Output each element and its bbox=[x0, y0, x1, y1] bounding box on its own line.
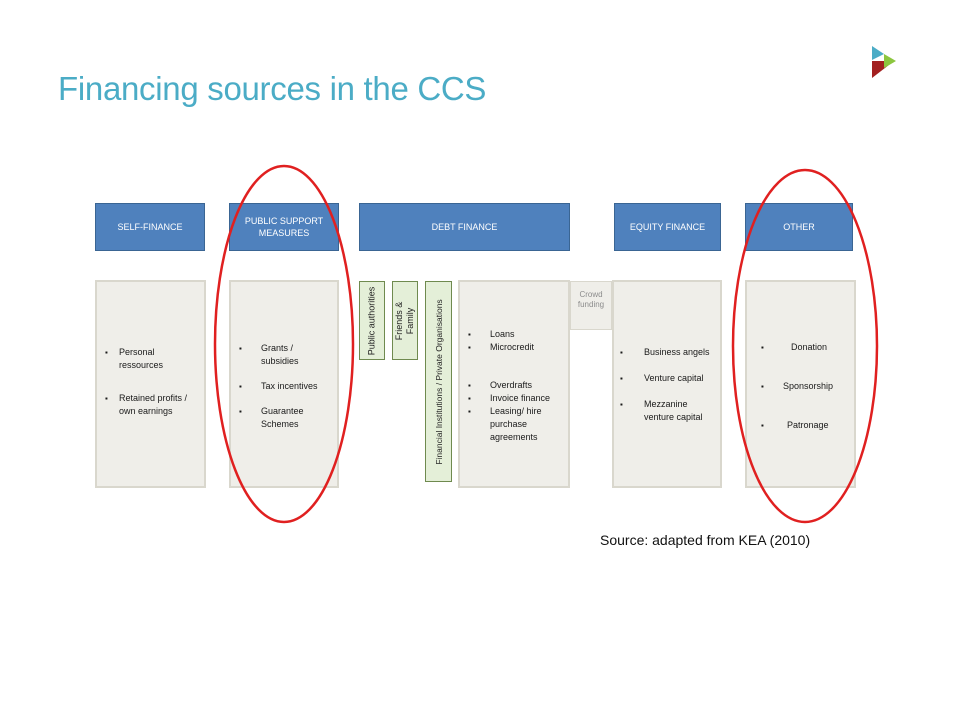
header-debt-finance: DEBT FINANCE bbox=[359, 203, 570, 251]
play-logo-icon bbox=[872, 46, 896, 78]
list-item: Mezzanine venture capital bbox=[620, 398, 718, 424]
header-equity-finance: EQUITY FINANCE bbox=[614, 203, 721, 251]
crowd-funding-label: Crowd funding bbox=[577, 290, 605, 309]
other-box: Donation Sponsorship Patronage bbox=[745, 280, 856, 488]
list-item: Donation bbox=[761, 341, 851, 354]
other-list: Donation Sponsorship Patronage bbox=[761, 341, 851, 432]
list-item: Tax incentives bbox=[239, 380, 329, 393]
list-item: Venture capital bbox=[620, 372, 718, 385]
highlight-ring-other bbox=[731, 168, 879, 524]
financial-institutions-box: Financial Institutions / Private Organis… bbox=[425, 281, 452, 482]
list-item: Overdrafts bbox=[468, 379, 568, 392]
header-other: OTHER bbox=[745, 203, 853, 251]
list-item: Grants / subsidies bbox=[239, 342, 329, 368]
header-public-support: PUBLIC SUPPORT MEASURES bbox=[229, 203, 339, 251]
self-finance-box: Personal ressources Retained profits / o… bbox=[95, 280, 206, 488]
list-item: Retained profits / own earnings bbox=[105, 392, 201, 418]
source-caption: Source: adapted from KEA (2010) bbox=[600, 532, 811, 548]
self-finance-list: Personal ressources Retained profits / o… bbox=[105, 346, 201, 418]
list-item: Sponsorship bbox=[761, 380, 851, 393]
header-self-finance: SELF-FINANCE bbox=[95, 203, 205, 251]
debt-finance-list-top: Loans Microcredit bbox=[468, 328, 568, 354]
crowd-funding-box: Crowd funding bbox=[570, 281, 612, 330]
slide-title: Financing sources in the CCS bbox=[58, 70, 487, 107]
list-item: Patronage bbox=[761, 419, 851, 432]
equity-finance-box: Business angels Venture capital Mezzanin… bbox=[612, 280, 722, 488]
friends-family-box: Friends & Family bbox=[392, 281, 418, 360]
public-support-box: Grants / subsidies Tax incentives Guaran… bbox=[229, 280, 339, 488]
public-authorities-box: Public authorities bbox=[359, 281, 385, 360]
highlight-ring-public-support bbox=[213, 164, 355, 524]
list-item: Guarantee Schemes bbox=[239, 405, 329, 431]
list-item: Personal ressources bbox=[105, 346, 201, 372]
public-support-list: Grants / subsidies Tax incentives Guaran… bbox=[239, 342, 329, 431]
list-item: Invoice finance bbox=[468, 392, 568, 405]
debt-finance-list-bottom: Overdrafts Invoice finance Leasing/ hire… bbox=[468, 379, 568, 444]
list-item: Loans bbox=[468, 328, 568, 341]
list-item: Business angels bbox=[620, 346, 718, 359]
debt-finance-box: Loans Microcredit Overdrafts Invoice fin… bbox=[458, 280, 570, 488]
list-item: Microcredit bbox=[468, 341, 568, 354]
equity-finance-list: Business angels Venture capital Mezzanin… bbox=[620, 346, 718, 424]
list-item: Leasing/ hire purchase agreements bbox=[468, 405, 568, 444]
